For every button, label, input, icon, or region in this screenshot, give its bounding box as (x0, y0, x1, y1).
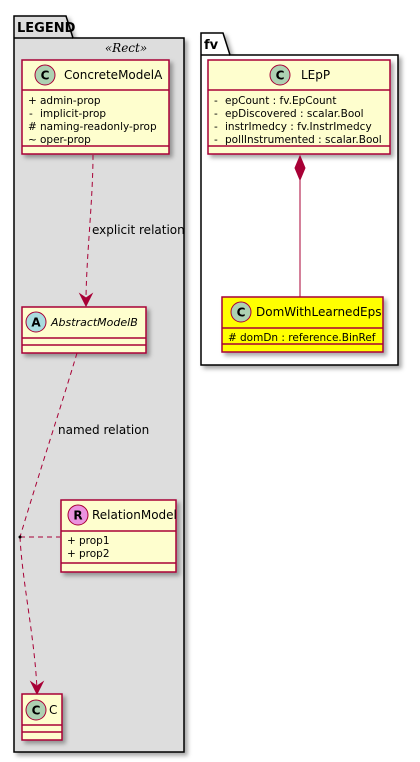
class-type-letter: C (276, 69, 285, 83)
attr-visibility-public-icon: + (67, 535, 76, 547)
attr-visibility-package-icon: ~ (28, 134, 37, 146)
attr-prop1: prop1 (79, 535, 110, 547)
class-abstract-model-b[interactable]: A AbstractModelB (21, 306, 147, 354)
composition-diamond-icon (294, 154, 306, 182)
attr-visibility-protected-icon: # (228, 332, 237, 344)
attr-visibility-private-icon: - (214, 95, 218, 107)
class-lepp[interactable]: C LEpP - epCount : fv.EpCount - epDiscov… (207, 59, 391, 155)
fv-package-title: fv (204, 38, 219, 53)
class-type-letter: C (237, 306, 246, 320)
class-name: AbstractModelB (50, 316, 138, 329)
class-type-letter: C (32, 704, 41, 718)
class-name: LEpP (301, 68, 330, 82)
class-name: ConcreteModelA (64, 68, 163, 82)
edge-label-named: named relation (58, 423, 149, 437)
attr-poll-instrumented: pollInstrumented : scalar.Bool (225, 134, 382, 146)
class-type-letter: C (41, 69, 50, 83)
class-name: RelationModel (92, 508, 177, 522)
class-type-letter: A (31, 316, 41, 330)
arrowhead-icon (78, 292, 94, 308)
attr-naming-readonly-prop: naming-readonly-prop (40, 121, 157, 133)
junction-dot-icon (18, 535, 22, 539)
class-type-icon (25, 699, 47, 721)
attr-oper-prop: oper-prop (40, 134, 91, 146)
class-name: C (49, 703, 57, 717)
edge-explicit-relation[interactable]: explicit relation (78, 154, 185, 308)
legend-package-title: LEGEND (17, 21, 76, 36)
class-type-icon (34, 64, 56, 86)
class-type-icon (269, 64, 291, 86)
class-c[interactable]: C C (21, 693, 63, 741)
attr-ep-discovered: epDiscovered : scalar.Bool (225, 108, 364, 120)
attr-visibility-public-icon: + (67, 548, 76, 560)
attr-visibility-public-icon: + (28, 95, 37, 107)
attr-visibility-private-icon: - (214, 121, 218, 133)
attr-visibility-private-icon: - (214, 134, 218, 146)
arrowhead-icon (29, 680, 45, 696)
class-type-icon (230, 301, 252, 323)
class-concrete-model-a[interactable]: C ConcreteModelA + admin-prop - implicit… (21, 59, 170, 155)
attr-visibility-private-icon: - (29, 108, 33, 120)
edge-composition[interactable] (294, 154, 306, 297)
attr-visibility-private-icon: - (214, 108, 218, 120)
attr-admin-prop: admin-prop (40, 95, 101, 107)
attr-prop2: prop2 (79, 548, 110, 560)
legend-stereotype: «Rect» (105, 41, 147, 55)
attr-dom-dn: domDn : reference.BinRef (240, 332, 376, 344)
edge-label-explicit: explicit relation (92, 223, 185, 237)
class-dom-with-learned-eps[interactable]: C DomWithLearnedEps # domDn : reference.… (221, 296, 384, 353)
abstract-type-icon (25, 311, 47, 333)
class-relation-model[interactable]: R RelationModel + prop1 + prop2 (60, 499, 177, 573)
attr-ep-count: epCount : fv.EpCount (225, 95, 336, 107)
class-type-letter: R (73, 509, 82, 523)
attr-implicit-prop: implicit-prop (40, 108, 106, 120)
class-name: DomWithLearnedEps (256, 305, 382, 319)
relation-type-icon (67, 504, 89, 526)
attr-instr-imedcy: instrImedcy : fv.InstrImedcy (225, 121, 372, 133)
attr-visibility-protected-icon: # (28, 121, 37, 133)
edge-named-relation[interactable]: named relation (18, 352, 150, 696)
